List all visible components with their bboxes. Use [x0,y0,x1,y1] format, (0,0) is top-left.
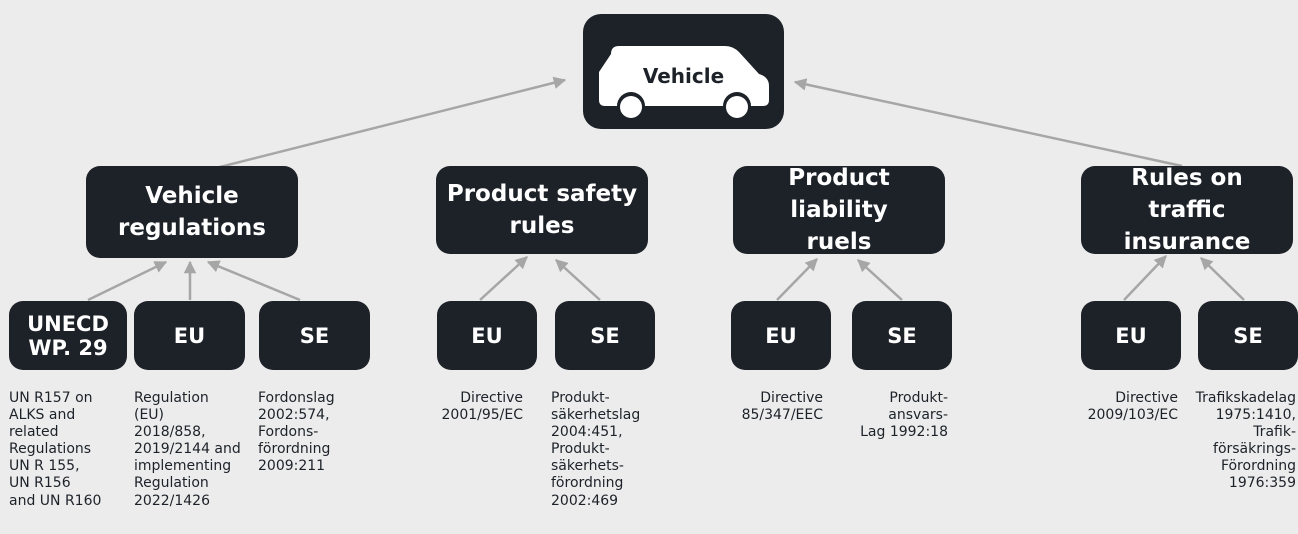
arrow-vehicle-se-to-vehicle-regs [206,260,301,302]
arrow-insurance-se-to-insurance [1200,257,1245,301]
arrow-liability-se-to-liability [857,259,903,301]
arrow-vehicle-regs-to-vehicle [199,76,567,174]
source-safety-se: SE [555,301,655,370]
source-safety-eu: EU [437,301,537,370]
arrow-safety-eu-to-safety [479,256,528,301]
arrow-unecd-to-vehicle-regs [87,260,168,302]
arrow-insurance-eu-to-insurance [1123,255,1167,301]
source-vehicle-eu: EU [134,301,245,370]
source-liability-eu: EU [731,301,831,370]
car-icon [599,46,769,118]
source-vehicle-se: SE [259,301,370,370]
arrow-traffic-insurance-to-vehicle [793,78,1183,168]
vehicle-label: Vehicle [642,64,725,88]
source-insurance-eu: EU [1081,301,1181,370]
source-insurance-se: SE [1198,301,1298,370]
note-liability-se: Produkt-ansvars-Lag 1992:18 [860,390,948,441]
vehicle-node: Vehicle [583,14,784,129]
arrow-safety-se-to-safety [555,259,601,301]
arrow-liability-eu-to-liability [776,258,818,301]
source-liability-se: SE [852,301,952,370]
